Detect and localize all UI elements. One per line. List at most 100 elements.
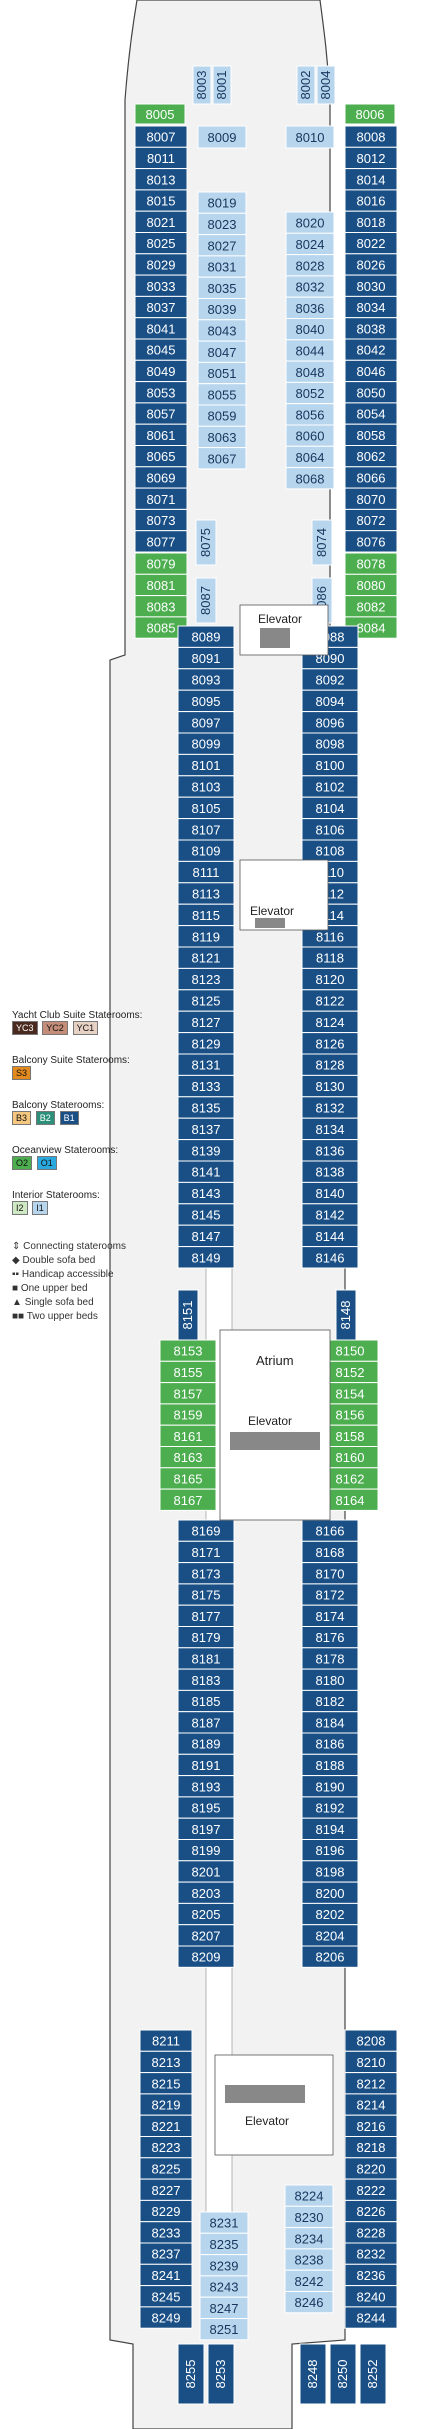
cabin-8009[interactable]: 8009 <box>197 125 247 149</box>
cabin-8138[interactable]: 8138 <box>301 1160 359 1183</box>
cabin-8226[interactable]: 8226 <box>344 2199 398 2223</box>
cabin-8161[interactable]: 8161 <box>159 1424 217 1447</box>
cabin-8040[interactable]: 8040 <box>285 318 335 341</box>
cabin-8014[interactable]: 8014 <box>344 168 398 191</box>
cabin-8118[interactable]: 8118 <box>301 946 359 969</box>
cabin-8001[interactable]: 8001 <box>212 65 232 105</box>
cabin-8136[interactable]: 8136 <box>301 1139 359 1162</box>
cabin-8024[interactable]: 8024 <box>285 232 335 256</box>
cabin-8198[interactable]: 8198 <box>301 1860 359 1883</box>
cabin-8193[interactable]: 8193 <box>177 1775 235 1798</box>
cabin-8202[interactable]: 8202 <box>301 1902 359 1926</box>
cabin-8225[interactable]: 8225 <box>139 2157 193 2180</box>
cabin-8227[interactable]: 8227 <box>139 2178 193 2201</box>
cabin-8004[interactable]: 8004 <box>316 65 336 105</box>
cabin-8125[interactable]: 8125 <box>177 989 235 1012</box>
cabin-8247[interactable]: 8247 <box>199 2296 249 2319</box>
cabin-8152[interactable]: 8152 <box>321 1360 379 1384</box>
cabin-8005[interactable]: 8005 <box>134 103 186 125</box>
cabin-8105[interactable]: 8105 <box>177 796 235 820</box>
cabin-8141[interactable]: 8141 <box>177 1160 235 1183</box>
cabin-8154[interactable]: 8154 <box>321 1382 379 1405</box>
cabin-8070[interactable]: 8070 <box>344 487 398 510</box>
cabin-8035[interactable]: 8035 <box>197 276 247 300</box>
cabin-8025[interactable]: 8025 <box>134 232 188 255</box>
cabin-8104[interactable]: 8104 <box>301 796 359 820</box>
cabin-8062[interactable]: 8062 <box>344 445 398 468</box>
cabin-8026[interactable]: 8026 <box>344 253 398 276</box>
cabin-8230[interactable]: 8230 <box>284 2205 334 2229</box>
cabin-8159[interactable]: 8159 <box>159 1403 217 1426</box>
cabin-8003[interactable]: 8003 <box>192 65 212 105</box>
cabin-8067[interactable]: 8067 <box>197 447 247 470</box>
cabin-8119[interactable]: 8119 <box>177 925 235 948</box>
cabin-8002[interactable]: 8002 <box>296 65 316 105</box>
cabin-8253[interactable]: 8253 <box>207 2343 235 2405</box>
cabin-8148[interactable]: 8148 <box>335 1289 357 1341</box>
cabin-8127[interactable]: 8127 <box>177 1010 235 1034</box>
cabin-8183[interactable]: 8183 <box>177 1668 235 1691</box>
cabin-8008[interactable]: 8008 <box>344 125 398 148</box>
cabin-8051[interactable]: 8051 <box>197 361 247 385</box>
cabin-8201[interactable]: 8201 <box>177 1860 235 1883</box>
cabin-8068[interactable]: 8068 <box>285 467 335 490</box>
cabin-8133[interactable]: 8133 <box>177 1074 235 1098</box>
cabin-8233[interactable]: 8233 <box>139 2221 193 2244</box>
cabin-8192[interactable]: 8192 <box>301 1796 359 1819</box>
cabin-8056[interactable]: 8056 <box>285 403 335 426</box>
cabin-8075[interactable]: 8075 <box>195 519 217 566</box>
cabin-8064[interactable]: 8064 <box>285 445 335 469</box>
cabin-8185[interactable]: 8185 <box>177 1689 235 1713</box>
cabin-8050[interactable]: 8050 <box>344 381 398 404</box>
cabin-8103[interactable]: 8103 <box>177 775 235 798</box>
cabin-8093[interactable]: 8093 <box>177 668 235 691</box>
cabin-8132[interactable]: 8132 <box>301 1096 359 1119</box>
cabin-8077[interactable]: 8077 <box>134 530 188 553</box>
cabin-8018[interactable]: 8018 <box>344 210 398 233</box>
cabin-8146[interactable]: 8146 <box>301 1246 359 1269</box>
cabin-8106[interactable]: 8106 <box>301 818 359 841</box>
cabin-8043[interactable]: 8043 <box>197 319 247 342</box>
cabin-8057[interactable]: 8057 <box>134 402 188 425</box>
cabin-8184[interactable]: 8184 <box>301 1711 359 1734</box>
cabin-8013[interactable]: 8013 <box>134 168 188 191</box>
cabin-8215[interactable]: 8215 <box>139 2072 193 2095</box>
cabin-8166[interactable]: 8166 <box>301 1519 359 1542</box>
cabin-8012[interactable]: 8012 <box>344 146 398 170</box>
cabin-8006[interactable]: 8006 <box>344 103 396 125</box>
cabin-8197[interactable]: 8197 <box>177 1817 235 1840</box>
cabin-8034[interactable]: 8034 <box>344 295 398 319</box>
cabin-8224[interactable]: 8224 <box>284 2184 334 2207</box>
cabin-8252[interactable]: 8252 <box>359 2343 387 2405</box>
cabin-8060[interactable]: 8060 <box>285 424 335 447</box>
cabin-8143[interactable]: 8143 <box>177 1181 235 1205</box>
cabin-8139[interactable]: 8139 <box>177 1139 235 1162</box>
cabin-8182[interactable]: 8182 <box>301 1689 359 1713</box>
cabin-8195[interactable]: 8195 <box>177 1796 235 1819</box>
cabin-8107[interactable]: 8107 <box>177 818 235 841</box>
cabin-8200[interactable]: 8200 <box>301 1881 359 1904</box>
cabin-8175[interactable]: 8175 <box>177 1583 235 1606</box>
cabin-8033[interactable]: 8033 <box>134 274 188 297</box>
cabin-8216[interactable]: 8216 <box>344 2114 398 2137</box>
cabin-8188[interactable]: 8188 <box>301 1753 359 1777</box>
cabin-8186[interactable]: 8186 <box>301 1732 359 1755</box>
cabin-8022[interactable]: 8022 <box>344 232 398 255</box>
cabin-8047[interactable]: 8047 <box>197 340 247 363</box>
cabin-8191[interactable]: 8191 <box>177 1753 235 1777</box>
cabin-8087[interactable]: 8087 <box>195 577 217 624</box>
cabin-8111[interactable]: 8111 <box>177 860 235 884</box>
cabin-8076[interactable]: 8076 <box>344 530 398 553</box>
cabin-8249[interactable]: 8249 <box>139 2306 193 2329</box>
cabin-8157[interactable]: 8157 <box>159 1382 217 1405</box>
cabin-8223[interactable]: 8223 <box>139 2136 193 2159</box>
cabin-8134[interactable]: 8134 <box>301 1117 359 1141</box>
cabin-8244[interactable]: 8244 <box>344 2306 398 2329</box>
cabin-8083[interactable]: 8083 <box>134 595 188 618</box>
cabin-8028[interactable]: 8028 <box>285 254 335 277</box>
cabin-8231[interactable]: 8231 <box>199 2211 249 2234</box>
cabin-8016[interactable]: 8016 <box>344 189 398 212</box>
cabin-8123[interactable]: 8123 <box>177 967 235 991</box>
cabin-8211[interactable]: 8211 <box>139 2029 193 2052</box>
cabin-8053[interactable]: 8053 <box>134 381 188 404</box>
